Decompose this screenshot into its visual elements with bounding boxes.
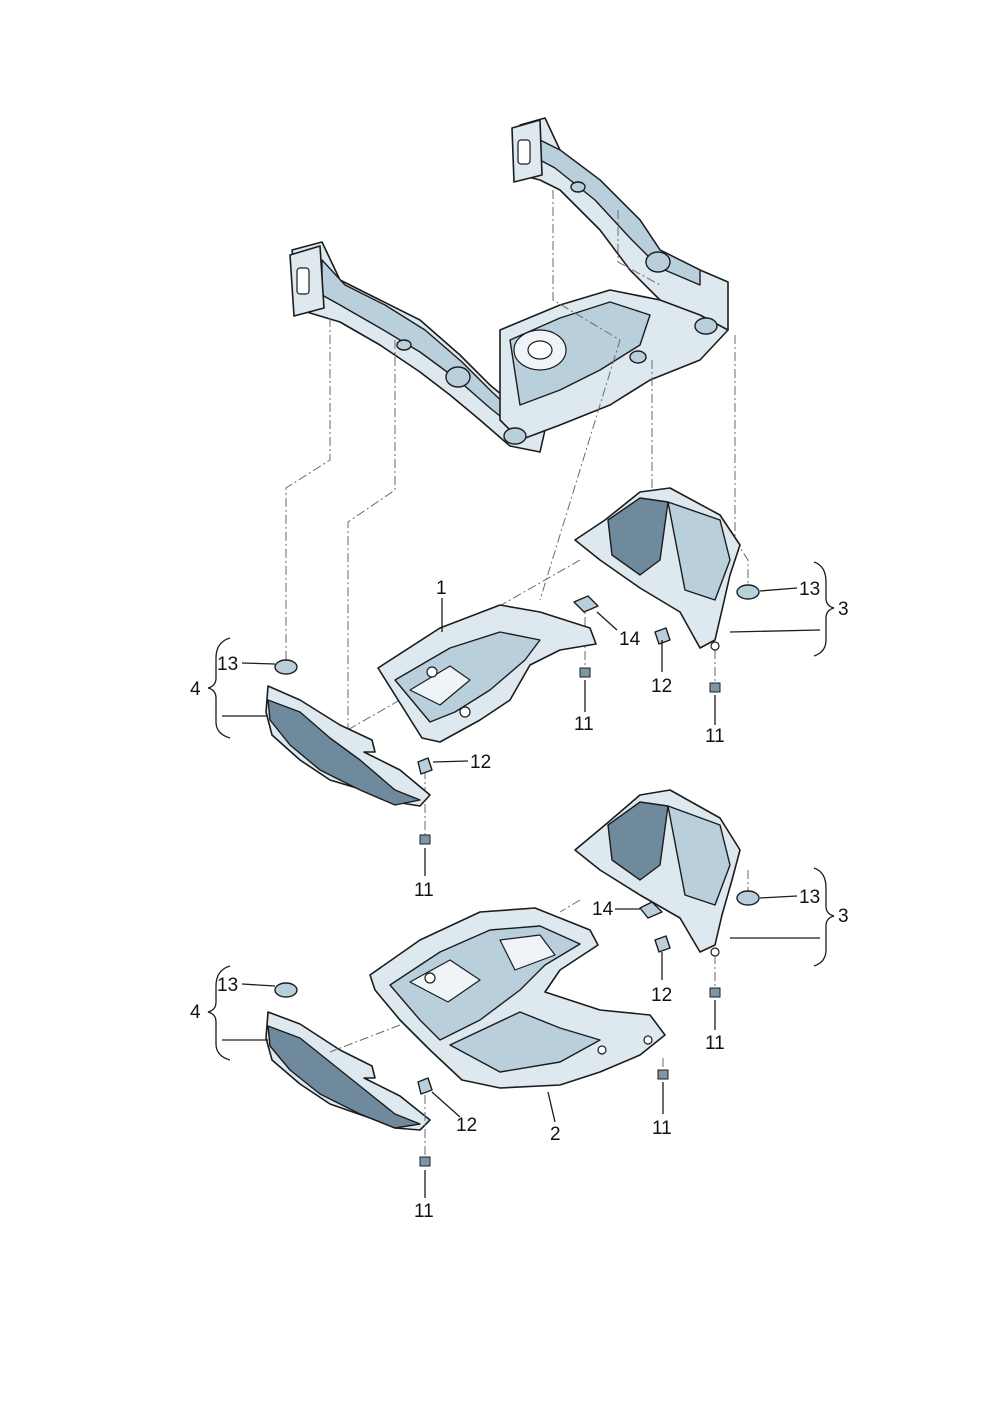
callout-12-lower-right: 12 (651, 985, 672, 1006)
screw-11-c (419, 834, 431, 845)
screw-11-e (657, 1069, 669, 1080)
fasteners-lower (274, 890, 760, 1167)
callout-11-lower-center: 11 (652, 1118, 672, 1139)
clip-14-upper (573, 595, 599, 613)
callout-3-upper: 3 (838, 599, 849, 620)
fasteners-upper (274, 584, 760, 845)
callout-2: 2 (550, 1124, 561, 1145)
washer-13-lower-left (274, 982, 298, 998)
callout-11-upper-left: 11 (414, 880, 434, 901)
assembly-lines-lower (329, 870, 749, 1160)
panel-2 (369, 907, 666, 1089)
callout-11-lower-right: 11 (705, 1033, 725, 1054)
screw-11-f (419, 1156, 431, 1167)
callout-13-lower-left: 13 (217, 975, 238, 996)
callout-14-lower: 14 (592, 899, 614, 920)
nut-12-lower-right (654, 935, 671, 953)
callout-4-lower: 4 (190, 1002, 201, 1023)
screw-11-b (709, 682, 721, 693)
callout-12-upper-right: 12 (651, 676, 672, 697)
callout-12-upper-left: 12 (470, 752, 491, 773)
callout-12-lower-left: 12 (456, 1115, 477, 1136)
braces (207, 561, 835, 1061)
callout-11-upper-center: 11 (574, 714, 594, 735)
callout-13-upper-left: 13 (217, 654, 238, 675)
callout-13-lower-right: 13 (799, 887, 820, 908)
assembly-lines-upper (285, 190, 749, 836)
panel-1 (377, 604, 597, 743)
shield-3-upper (574, 487, 741, 651)
shield-4-lower (265, 1011, 431, 1131)
washer-13-lower-right (736, 890, 760, 906)
callout-3-lower: 3 (838, 906, 849, 927)
shield-4-upper (265, 685, 431, 807)
callout-11-lower-left: 11 (414, 1201, 434, 1222)
leader-lines (222, 587, 821, 1198)
nut-12-lower-left (417, 1077, 433, 1095)
callout-13-upper-right: 13 (799, 579, 820, 600)
washer-13-upper-right (736, 584, 760, 600)
callout-14-upper: 14 (619, 629, 641, 650)
callout-1: 1 (436, 578, 447, 599)
subframe (289, 117, 729, 453)
callout-4-upper: 4 (190, 679, 201, 700)
nut-12-upper-right (654, 627, 671, 645)
screw-11-a (579, 667, 591, 678)
nut-12-upper-left (417, 757, 433, 775)
callout-11-upper-right: 11 (705, 726, 725, 747)
shield-3-lower (574, 789, 741, 957)
washer-13-upper-left (274, 659, 298, 675)
callouts: 1 14 12 11 11 13 3 13 4 12 11 13 3 14 12… (190, 578, 849, 1222)
clip-14-lower (639, 901, 663, 919)
screw-11-d (709, 987, 721, 998)
